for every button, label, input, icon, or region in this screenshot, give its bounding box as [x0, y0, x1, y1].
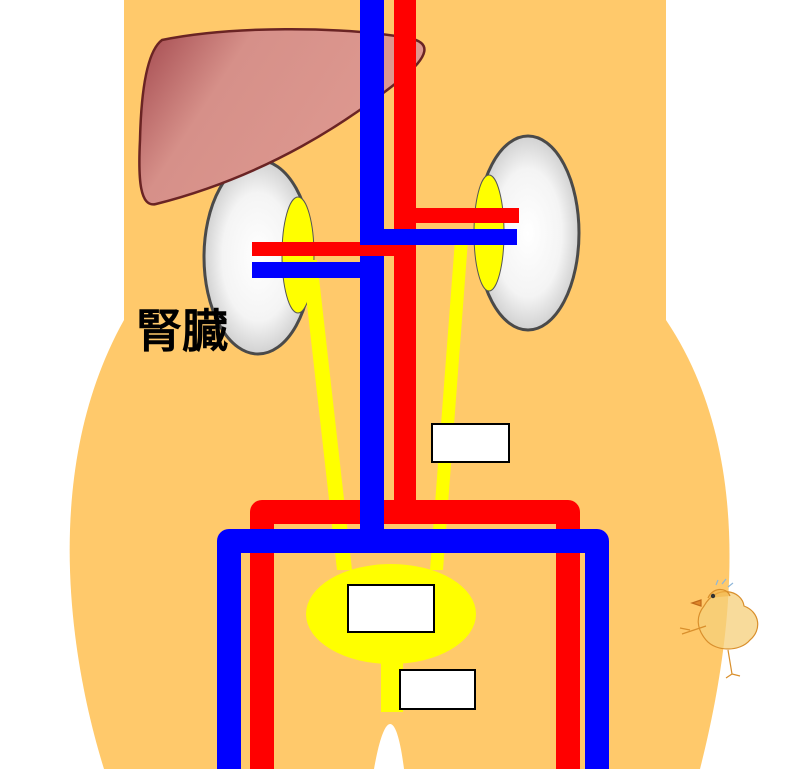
renal-artery-right	[394, 208, 519, 223]
renal-artery-left	[252, 242, 394, 256]
chick-wing	[679, 625, 707, 635]
aorta	[394, 0, 416, 514]
label-box-urethra[interactable]	[399, 669, 476, 710]
iliac-veins	[217, 529, 609, 769]
urethra	[381, 650, 403, 712]
ureter-left	[302, 260, 352, 570]
renal-vessels	[252, 208, 519, 278]
chick-sparkle	[715, 578, 734, 588]
ureter-right	[430, 240, 468, 570]
chick-eye	[710, 593, 716, 599]
ureters	[302, 240, 468, 570]
liver	[138, 28, 426, 206]
renal-vein-left	[252, 262, 360, 278]
chick-beak	[690, 599, 702, 607]
chick-body	[697, 591, 759, 650]
label-box-ureter[interactable]	[431, 423, 510, 463]
leg-gap	[374, 723, 404, 769]
vena-cava	[360, 0, 384, 544]
renal-vein-right	[360, 229, 517, 245]
chick-legs	[725, 649, 741, 679]
chick-illustration	[679, 578, 759, 679]
label-box-bladder[interactable]	[347, 584, 435, 633]
kidney-label: 腎臓	[136, 304, 228, 358]
